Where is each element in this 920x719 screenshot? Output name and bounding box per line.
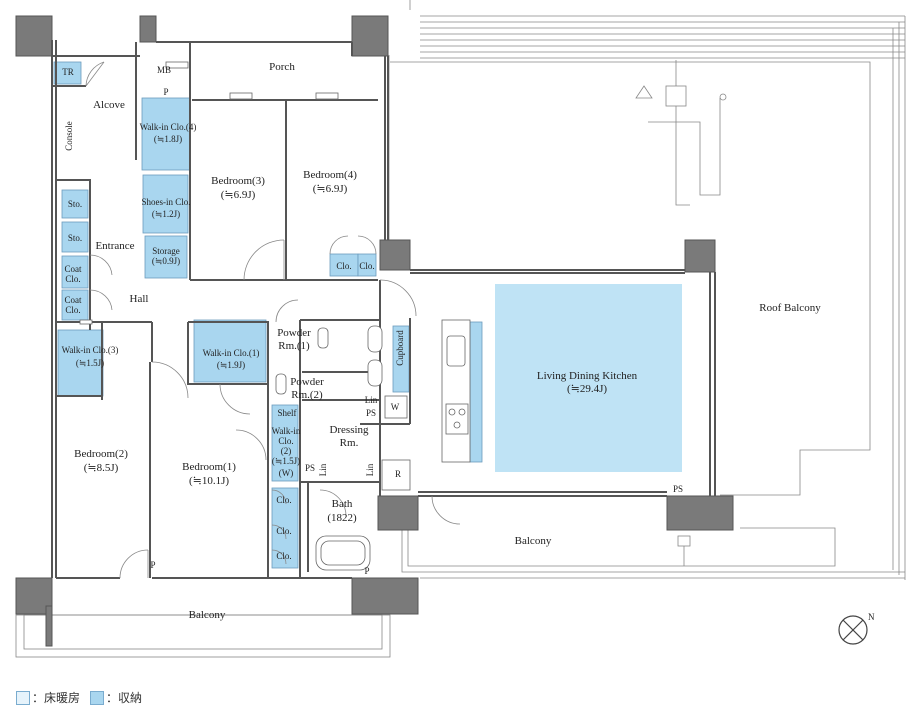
label-clo-a: Clo. <box>336 261 351 271</box>
label-shelf: Shelf <box>278 408 297 418</box>
label-w-1: W <box>391 402 400 412</box>
label-lin-1: Lin <box>365 395 378 405</box>
storage-areas <box>53 61 483 569</box>
label-lin-3: Lin <box>365 463 375 476</box>
label-bedroom1: Bedroom(1) <box>182 461 236 473</box>
label-ps-3: PS <box>673 484 683 494</box>
label-walkin2-b: Clo. <box>278 436 293 446</box>
label-balcony-right: Balcony <box>515 535 552 547</box>
label-storage: Storage <box>152 246 180 256</box>
label-walkin2-a: Walk-in <box>272 426 301 436</box>
label-p-bottom-2: P <box>364 566 369 576</box>
label-bedroom2-size: (≒8.5J) <box>84 462 119 474</box>
label-powder2-a: Powder <box>290 376 324 388</box>
label-coat2-b: Clo. <box>65 305 80 315</box>
label-walkin2-d: (≒1.5J) <box>272 456 300 466</box>
label-shoes-in-size: (≒1.2J) <box>152 209 180 219</box>
label-entrance: Entrance <box>95 240 134 252</box>
label-clo-3: Clo. <box>276 551 291 561</box>
label-powder1-b: Rm.(1) <box>278 340 310 352</box>
label-clo-1: Clo. <box>276 495 291 505</box>
label-clo-2: Clo. <box>276 526 291 536</box>
label-powder2-b: Rm.(2) <box>291 389 323 401</box>
label-bath: Bath <box>332 498 353 510</box>
label-storage-size: (≒0.9J) <box>152 256 180 266</box>
label-porch: Porch <box>269 61 295 73</box>
label-bedroom3: Bedroom(3) <box>211 175 265 187</box>
room-labels: TR MB Porch P Alcove Console Walk-in Clo… <box>62 61 822 621</box>
label-walkin3: Walk-in Clo.(3) <box>62 345 119 355</box>
label-hall: Hall <box>130 293 149 305</box>
label-bath-size: (1822) <box>327 512 357 524</box>
label-dressing-a: Dressing <box>329 424 369 436</box>
balcony-lines <box>15 527 905 658</box>
label-walkin4: Walk-in Clo.(4) <box>140 122 197 132</box>
label-console: Console <box>64 121 74 151</box>
label-ps-2: PS <box>305 463 315 473</box>
label-walkin4-size: (≒1.8J) <box>154 134 182 144</box>
label-cupboard: Cupboard <box>395 330 405 366</box>
label-p-bottom-1: P <box>150 560 155 570</box>
storage-swatch <box>90 690 105 705</box>
label-ps-1: PS <box>366 408 376 418</box>
label-lin-2: Lin <box>318 463 328 476</box>
label-bedroom4-size: (≒6.9J) <box>313 183 348 195</box>
label-bedroom4: Bedroom(4) <box>303 169 357 181</box>
label-sto-2: Sto. <box>68 233 82 243</box>
label-walkin2-e: (W) <box>279 468 294 478</box>
svg-text:N: N <box>868 612 875 622</box>
legend: ：床暖房 ：収納 <box>16 689 142 706</box>
label-r: R <box>395 469 401 479</box>
label-balcony-bottom: Balcony <box>189 609 226 621</box>
label-p-top: P <box>163 87 168 97</box>
label-walkin1-size: (≒1.9J) <box>217 360 245 370</box>
label-roof-balcony: Roof Balcony <box>759 302 821 314</box>
label-walkin2-c: (2) <box>281 446 292 456</box>
north-arrow-icon: N <box>838 612 875 645</box>
walls <box>51 40 716 579</box>
label-coat2-a: Coat <box>65 295 82 305</box>
label-shoes-in: Shoes-in Clo. <box>141 197 190 207</box>
label-tr: TR <box>62 67 74 77</box>
label-bedroom2: Bedroom(2) <box>74 448 128 460</box>
label-walkin1: Walk-in Clo.(1) <box>203 348 260 358</box>
floor-heating-swatch <box>16 690 30 705</box>
label-coat1-b: Clo. <box>65 274 80 284</box>
fixtures <box>79 61 471 571</box>
label-clo-b: Clo. <box>359 261 374 271</box>
label-ldk: Living Dining Kitchen <box>537 370 638 382</box>
label-bedroom1-size: (≒10.1J) <box>189 475 229 487</box>
label-mb: MB <box>157 65 171 75</box>
label-alcove: Alcove <box>93 99 125 111</box>
label-walkin3-size: (≒1.5J) <box>76 358 104 368</box>
floor-heating-areas <box>495 284 682 472</box>
legend-heating-label: ：床暖房 <box>32 691 81 705</box>
doors <box>85 61 461 579</box>
legend-storage-label: ：収納 <box>106 691 143 705</box>
label-dressing-b: Rm. <box>340 437 359 449</box>
label-coat1-a: Coat <box>65 264 82 274</box>
label-sto-1: Sto. <box>68 199 82 209</box>
label-powder1-a: Powder <box>277 327 311 339</box>
label-ldk-size: (≒29.4J) <box>567 383 607 395</box>
columns <box>15 15 734 647</box>
label-bedroom3-size: (≒6.9J) <box>221 189 256 201</box>
